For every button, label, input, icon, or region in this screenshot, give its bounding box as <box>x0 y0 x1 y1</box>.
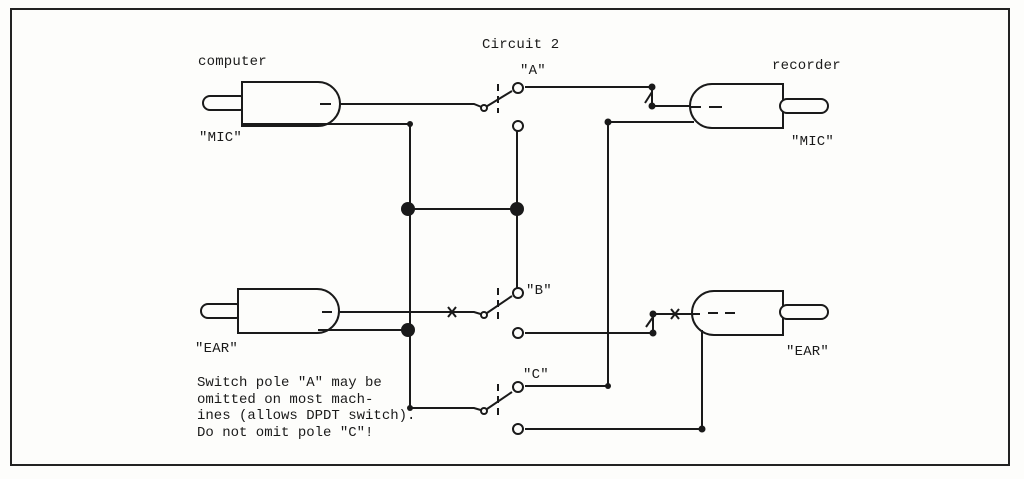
computer-ear-plug <box>200 288 340 334</box>
note-line: Switch pole "A" may be <box>197 375 382 391</box>
computer-label: computer <box>198 54 267 70</box>
pole-a-label: "A" <box>520 63 546 79</box>
cross-marks <box>447 306 680 320</box>
recorder-ear-label: "EAR" <box>786 344 830 360</box>
note-line: ines (allows DPDT switch). <box>197 408 416 424</box>
computer-ear-label: "EAR" <box>195 341 239 357</box>
switch-note: Switch pole "A" may be omitted on most m… <box>197 375 427 441</box>
switch-contacts <box>480 82 524 435</box>
note-line: omitted on most mach- <box>197 391 374 408</box>
pole-b-label: "B" <box>526 283 552 299</box>
pole-c-label: "C" <box>523 367 549 383</box>
note-line: Do not omit pole "C"! <box>197 424 374 441</box>
recorder-ear-plug <box>691 290 829 336</box>
recorder-mic-label: "MIC" <box>791 134 835 150</box>
diagram-frame <box>10 8 1010 466</box>
junction-dots <box>401 83 706 433</box>
diagram-title: Circuit 2 <box>482 37 560 53</box>
recorder-mic-plug <box>689 83 829 129</box>
computer-mic-plug <box>202 81 341 127</box>
computer-mic-label: "MIC" <box>199 130 243 146</box>
switch-dpdt <box>483 84 513 416</box>
recorder-label: recorder <box>772 58 841 74</box>
